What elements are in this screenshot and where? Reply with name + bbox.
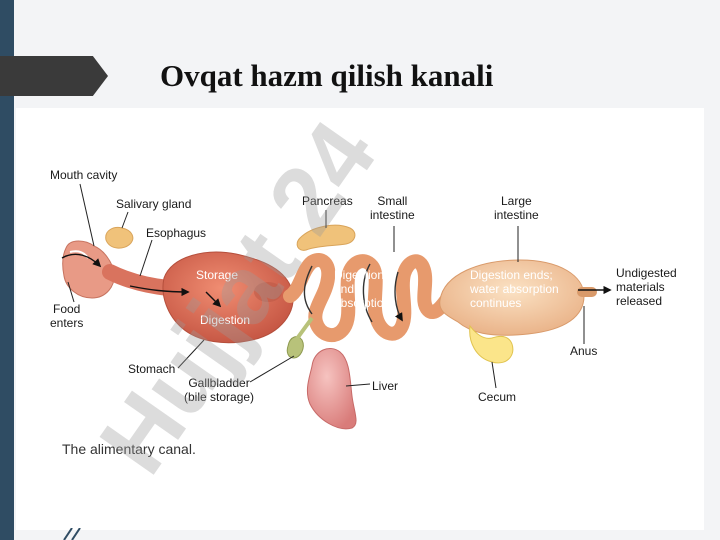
gallbladder-shape (286, 336, 304, 359)
leader-lines (67, 183, 585, 389)
label-pancreas: Pancreas (302, 194, 353, 208)
esophagus-shape (102, 264, 176, 296)
label-undigested: Undigested materials released (616, 266, 677, 308)
salivary-gland-shape (105, 227, 134, 249)
diagram-panel (16, 108, 704, 530)
esophagus-flow-arrow (129, 285, 190, 297)
label-digestion-absorption: Digestion and absorption (334, 268, 391, 310)
label-cecum: Cecum (478, 390, 517, 404)
label-mouth-cavity: Mouth cavity (50, 168, 118, 182)
slide-title: Ovqat hazm qilish kanali (160, 58, 494, 93)
liver-shape (306, 348, 357, 430)
label-salivary-gland: Salivary gland (116, 197, 192, 211)
label-storage: Storage (196, 268, 239, 282)
label-small-intestine: Small intestine (370, 194, 415, 222)
stomach-shape (162, 251, 294, 344)
bottom-decoration (63, 528, 81, 540)
sidebar-accent-bar (0, 0, 14, 540)
mouth-cavity-shape (62, 240, 115, 299)
label-esophagus: Esophagus (146, 226, 207, 240)
label-large-intestine: Large intestine (494, 194, 539, 222)
title-arrow-tab (0, 56, 108, 96)
cecum-shape (469, 324, 514, 364)
stomach-flow-arrow (205, 291, 222, 308)
pancreas-shape (296, 224, 356, 251)
diagram-caption: The alimentary canal. (62, 441, 196, 457)
label-stomach: Stomach (128, 362, 176, 376)
label-food-enters: Food enters (50, 302, 84, 330)
label-liver: Liver (372, 379, 399, 393)
label-gallbladder: Gallbladder (bile storage) (184, 376, 255, 404)
label-digestion-ends: Digestion ends; water absorption continu… (470, 268, 559, 310)
food-entry-arrow (61, 253, 102, 268)
label-anus: Anus (570, 344, 598, 358)
label-digestion-stomach: Digestion (200, 313, 251, 327)
large-intestine-shape (439, 259, 585, 336)
small-intestine-shape (283, 253, 459, 343)
